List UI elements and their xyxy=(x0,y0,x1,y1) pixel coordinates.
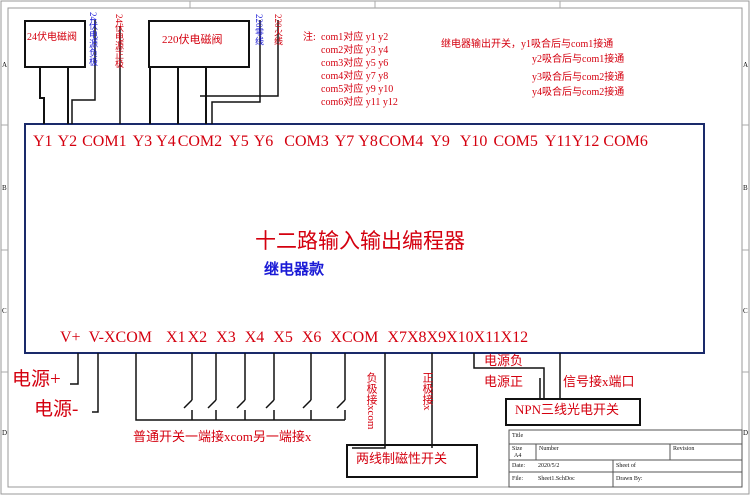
terminal-com6: COM6 xyxy=(603,133,648,150)
terminal-com5: COM5 xyxy=(493,133,538,150)
terminal-y1: Y1 xyxy=(33,133,53,150)
valve-24v-label: 24伏电磁阀 xyxy=(27,32,77,43)
pos-x-label: 正极接x xyxy=(421,372,433,411)
frame-letter-c: C xyxy=(2,307,7,315)
tb-size-label: Size xyxy=(512,446,523,452)
terminal-vplus: V+ xyxy=(60,329,81,346)
npn-signal-label: 信号接x端口 xyxy=(563,374,635,389)
terminal-y2: Y2 xyxy=(57,133,78,150)
terminal-x11: X11 xyxy=(473,329,501,346)
frame-letter-c-right: C xyxy=(743,307,748,315)
terminal-y8: Y8 xyxy=(358,133,378,150)
terminal-y10: Y10 xyxy=(459,133,488,150)
terminal-y6: Y6 xyxy=(253,133,274,150)
power-negative-label: 电源- xyxy=(34,399,79,420)
tb-size-value: A4 xyxy=(514,453,522,459)
tb-drawn-label: Drawn By: xyxy=(616,476,643,482)
terminal-com1: COM1 xyxy=(82,133,127,150)
terminal-com4: COM4 xyxy=(378,133,424,150)
tb-sheet-label: Sheet of xyxy=(616,463,636,469)
tb-file-label: File: xyxy=(512,476,524,482)
relay-note-3: y3吸合后与com2接通 xyxy=(532,72,625,83)
note-line-5: com5对应 y9 y10 xyxy=(321,84,394,95)
relay-note-1: 继电器输出开关，y1吸合后与com1接通 xyxy=(441,39,614,50)
tb-revision-label: Revision xyxy=(673,446,695,452)
frame-letter-a: A xyxy=(2,61,8,69)
terminal-x10: X10 xyxy=(446,329,474,346)
terminal-xcom-1: XCOM xyxy=(104,329,153,346)
magnetic-switch-box xyxy=(346,444,478,478)
relay-note-2: y2吸合后与com1接通 xyxy=(532,54,625,65)
valve-24v-box xyxy=(24,20,86,68)
terminal-y7: Y7 xyxy=(334,133,355,150)
valve-220v-box xyxy=(148,20,250,68)
npn-power-neg-label: 电源负 xyxy=(484,353,524,368)
frame-letter-d: D xyxy=(2,429,8,437)
note-line-2: com2对应 y3 y4 xyxy=(321,45,389,56)
terminal-x12: X12 xyxy=(500,329,529,346)
terminal-x5: X5 xyxy=(273,329,293,346)
terminal-x9: X9 xyxy=(426,329,447,346)
npn-power-pos-label: 电源正 xyxy=(484,374,524,389)
frame-letter-a-right: A xyxy=(743,61,749,69)
label-220-live: 220火线 xyxy=(273,14,283,46)
relay-note-4: y4吸合后与com2接通 xyxy=(532,87,625,98)
label-24v-neg: 24伏电源负极 xyxy=(88,12,98,66)
terminal-x8: X8 xyxy=(406,329,427,346)
tb-title-label: Title xyxy=(512,433,524,439)
terminal-y4: Y4 xyxy=(156,133,176,150)
note-line-4: com4对应 y7 y8 xyxy=(321,71,389,82)
note-line-1: com1对应 y1 y2 xyxy=(321,32,389,43)
terminal-x3: X3 xyxy=(216,329,236,346)
label-220-neutral: 220零线 xyxy=(254,14,264,46)
terminal-xcom-2: XCOM xyxy=(330,329,379,346)
tb-date-label: Date: xyxy=(512,463,525,469)
terminal-y3: Y3 xyxy=(132,133,153,150)
frame-letter-b: B xyxy=(2,184,7,192)
terminal-y9: Y9 xyxy=(430,133,450,150)
note-line-6: com6对应 y11 y12 xyxy=(321,97,398,108)
switch-note: 普通开关一端接xcom另一端接x xyxy=(133,429,312,444)
tb-file-value: Sheet1.SchDoc xyxy=(538,476,575,482)
label-24v-pos: 24伏电源正极 xyxy=(114,14,124,68)
main-title: 十二路输入输出编程器 xyxy=(255,229,465,253)
terminal-y11: Y11 xyxy=(544,133,572,150)
frame-letter-b-right: B xyxy=(743,184,748,192)
magnetic-switch-label: 两线制磁性开关 xyxy=(356,451,448,466)
subtitle: 继电器款 xyxy=(264,260,325,278)
terminal-y12: Y12 xyxy=(571,133,600,150)
terminal-x4: X4 xyxy=(244,329,265,346)
terminal-x2: X2 xyxy=(187,329,208,346)
power-positive-label: 电源+ xyxy=(12,369,61,390)
terminal-x7: X7 xyxy=(387,329,407,346)
frame-letter-d-right: D xyxy=(743,429,749,437)
npn-switch-box xyxy=(505,398,641,426)
neg-xcom-label: 负极接xcom xyxy=(365,372,377,430)
controller-box xyxy=(24,123,705,354)
terminal-com2: COM2 xyxy=(177,133,223,150)
terminal-y5: Y5 xyxy=(229,133,249,150)
terminal-com3: COM3 xyxy=(284,133,329,150)
valve-220v-label: 220伏电磁阀 xyxy=(162,34,223,46)
note-line-3: com3对应 y5 y6 xyxy=(321,58,389,69)
terminal-x1: X1 xyxy=(166,329,186,346)
terminal-vminus: V- xyxy=(88,329,104,346)
npn-switch-label: NPN三线光电开关 xyxy=(515,402,620,417)
tb-number-label: Number xyxy=(539,446,559,452)
tb-date-value: 2020/5/2 xyxy=(538,463,560,469)
note-title: 注: xyxy=(303,32,316,43)
terminal-x6: X6 xyxy=(301,329,322,346)
